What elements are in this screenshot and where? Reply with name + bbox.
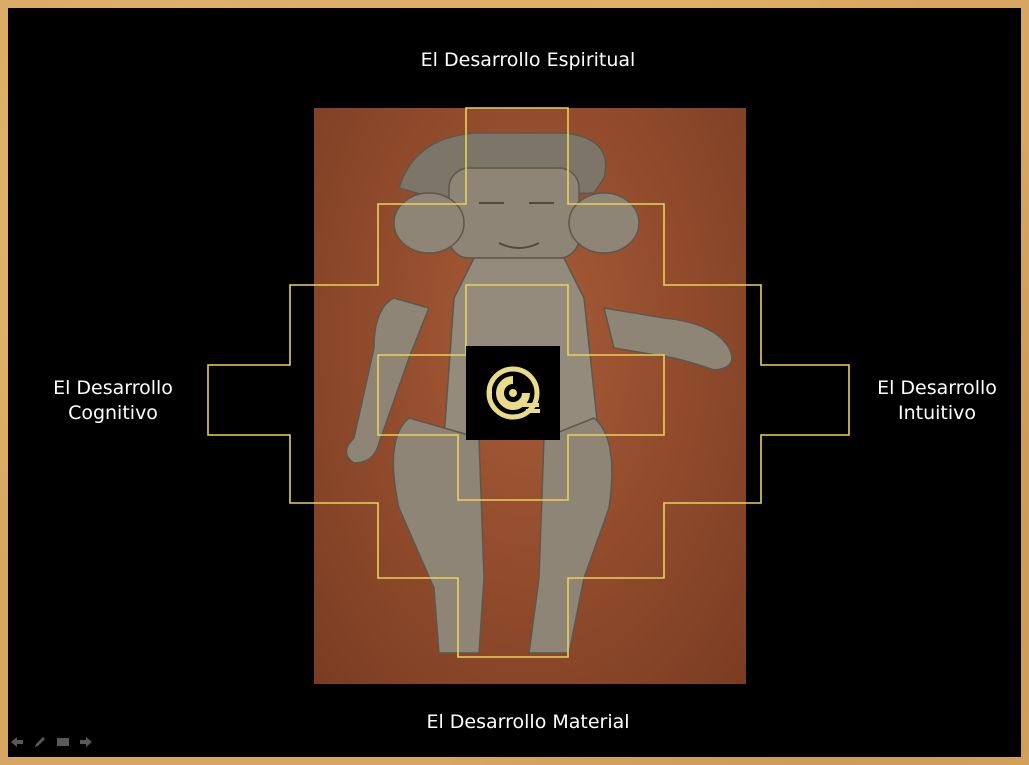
arrow-right-icon[interactable]	[79, 736, 93, 748]
pen-icon[interactable]	[33, 736, 47, 748]
menu-icon[interactable]	[56, 736, 70, 748]
arrow-left-icon[interactable]	[10, 736, 24, 748]
slide: El Desarrollo Espiritual El Desarrollo C…	[8, 8, 1021, 757]
slide-controls	[10, 736, 93, 748]
hunab-ku-icon	[466, 346, 560, 440]
